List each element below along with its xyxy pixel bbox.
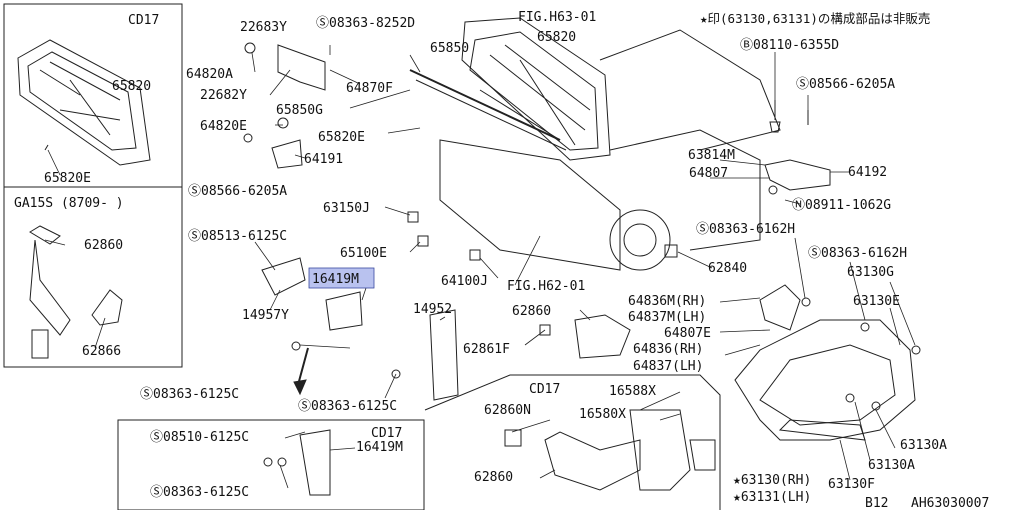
part-label-62840[interactable]: 62840 [708,261,747,276]
part-label-65850[interactable]: 65850 [430,41,469,56]
duct-inset-title: GA15S (8709- ) [14,196,124,211]
part-label-65820e[interactable]: 65820E [44,171,91,186]
part-label-62860n[interactable]: 62860N [484,403,531,418]
part-label-64807[interactable]: 64807 [689,166,728,181]
part-label-64837-lh-[interactable]: 64837(LH) [633,359,703,374]
hood-inset-title: CD17 [128,13,159,28]
hood-inset-drawing [17,39,151,166]
fender-protector-drawing [734,284,916,441]
main-hood-drawing [409,17,781,271]
part-label-fig-h62-01[interactable]: FIG.H62-01 [507,279,585,294]
part-label--08911-1062g[interactable]: Ⓝ08911-1062G [792,198,891,213]
part-label-16419m[interactable]: 16419M [356,440,403,455]
part-label-64836-rh-[interactable]: 64836(RH) [633,342,703,357]
part-label-63130e[interactable]: 63130E [853,294,900,309]
part-label--63131-lh-[interactable]: ★63131(LH) [733,490,811,505]
part-label-65820[interactable]: 65820 [537,30,576,45]
footer-diagram-id: AH63030007 [911,496,989,510]
part-label-64192[interactable]: 64192 [848,165,887,180]
part-label--08513-6125c[interactable]: Ⓢ08513-6125C [188,229,287,244]
part-label-65850g[interactable]: 65850G [276,103,323,118]
part-label-22682y[interactable]: 22682Y [200,88,247,103]
part-label-62860[interactable]: 62860 [512,304,551,319]
part-label-62861f[interactable]: 62861F [463,342,510,357]
part-label-64836m-rh-[interactable]: 64836M(RH) [628,294,706,309]
part-label--08363-6125c[interactable]: Ⓢ08363-6125C [298,399,397,414]
part-label-64100j[interactable]: 64100J [441,274,488,289]
part-label--08363-6125c[interactable]: Ⓢ08363-6125C [140,387,239,402]
inset-frames [3,3,721,510]
part-label-62866[interactable]: 62866 [82,344,121,359]
part-label-64191[interactable]: 64191 [304,152,343,167]
part-label-65820e[interactable]: 65820E [318,130,365,145]
part-label-62860[interactable]: 62860 [84,238,123,253]
part-label--08363-6162h[interactable]: Ⓢ08363-6162H [808,246,907,261]
part-label-14957y[interactable]: 14957Y [242,308,289,323]
part-label-64820e[interactable]: 64820E [200,119,247,134]
part-labels: 65820 65820E 62860 62866 22683Y Ⓢ08363-8252D F… [14,10,989,510]
part-label-16580x[interactable]: 16580X [579,407,626,422]
small-parts-drawing [243,42,921,467]
part-label-64837m-lh-[interactable]: 64837M(LH) [628,310,706,325]
leader-lines [44,45,916,489]
part-label-63130a[interactable]: 63130A [868,458,915,473]
lower-left-inset-title: CD17 [371,426,402,441]
duct-inset-drawing [29,225,123,359]
selected-part-label[interactable]: 16419M [312,272,359,287]
part-label--63130-rh-[interactable]: ★63130(RH) [733,473,811,488]
part-label-65100e[interactable]: 65100E [340,246,387,261]
part-label-65820[interactable]: 65820 [112,79,151,94]
part-label--08363-6125c[interactable]: Ⓢ08363-6125C [150,485,249,500]
part-label--08110-6355d[interactable]: Ⓑ08110-6355D [740,38,839,53]
part-label-63150j[interactable]: 63150J [323,201,370,216]
part-label-63814m[interactable]: 63814M [688,148,735,163]
part-label-64820a[interactable]: 64820A [186,67,233,82]
part-label-63130a[interactable]: 63130A [900,438,947,453]
part-label-63130g[interactable]: 63130G [847,265,894,280]
part-label--08363-8252d[interactable]: Ⓢ08363-8252D [316,16,415,31]
footer-model: B12 [865,496,888,510]
part-label-16588x[interactable]: 16588X [609,384,656,399]
part-label--08566-6205a[interactable]: Ⓢ08566-6205A [796,77,895,92]
part-label-fig-h63-01[interactable]: FIG.H63-01 [518,10,596,25]
header-note: ★印(63130,63131)の構成部品は非販売 [700,11,930,26]
part-label-22683y[interactable]: 22683Y [240,20,287,35]
part-label--08363-6162h[interactable]: Ⓢ08363-6162H [696,222,795,237]
part-label-62860[interactable]: 62860 [474,470,513,485]
part-label-63130f[interactable]: 63130F [828,477,875,492]
selected-part-highlight[interactable] [308,267,375,289]
part-label--08566-6205a[interactable]: Ⓢ08566-6205A [188,184,287,199]
part-label-64807e[interactable]: 64807E [664,326,711,341]
part-label-64870f[interactable]: 64870F [346,81,393,96]
lower-right-inset-title: CD17 [529,382,560,397]
part-label-14952[interactable]: 14952 [413,302,452,317]
part-label--08510-6125c[interactable]: Ⓢ08510-6125C [150,430,249,445]
undercover-drawing [299,409,716,496]
